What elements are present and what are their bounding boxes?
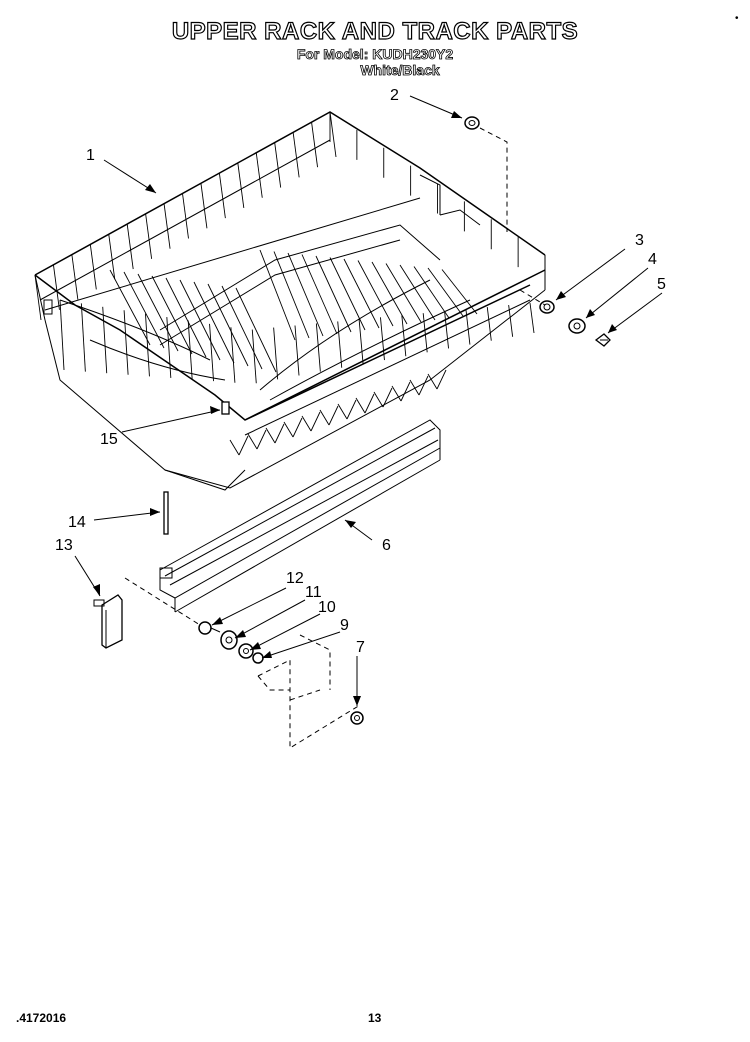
callout-3: 3: [635, 232, 644, 249]
callout-1: 1: [86, 147, 95, 164]
track-rail: [159, 419, 441, 613]
part-10-washer: [238, 643, 254, 659]
callout-10: 10: [318, 599, 336, 616]
part-15-clip: [221, 401, 230, 415]
leader-arrows: [93, 111, 617, 706]
callout-7: 7: [356, 639, 365, 656]
callout-12: 12: [286, 570, 304, 587]
callout-15: 15: [100, 431, 118, 448]
color-line: White/Black: [360, 62, 440, 79]
part-9-clip: [252, 652, 264, 664]
part-5-screw: [594, 333, 611, 347]
page-title: UPPER RACK AND TRACK PARTS: [171, 17, 579, 45]
part-12-axle: [198, 621, 221, 635]
callout-11: 11: [305, 584, 322, 601]
rack-tines: [34, 111, 546, 456]
page-number: 13: [368, 1011, 382, 1025]
part-13-end-cap: [93, 594, 123, 649]
part-11-roller: [220, 630, 238, 650]
callout-6: 6: [382, 537, 391, 554]
callout-labels: 1 2 3 4 5 6 7 9 10 11 12 13 14 15: [55, 87, 666, 656]
part-14-strip: [163, 491, 169, 535]
model-line: For Model: KUDH230Y2: [296, 46, 454, 63]
callout-14: 14: [68, 514, 86, 531]
callout-9: 9: [340, 617, 349, 634]
callout-4: 4: [648, 251, 657, 268]
part-3-roller: [539, 300, 555, 314]
callout-5: 5: [657, 276, 666, 293]
part-7-nut: [350, 711, 364, 725]
leader-lines: [74, 95, 663, 706]
part-2-nut: [464, 116, 480, 130]
callout-2: 2: [390, 87, 399, 104]
callout-13: 13: [55, 537, 73, 554]
document-number: .4172016: [16, 1011, 67, 1025]
assembly-lines: [124, 127, 546, 749]
corner-mark: •: [735, 13, 739, 24]
part-4-spacer: [568, 318, 586, 334]
